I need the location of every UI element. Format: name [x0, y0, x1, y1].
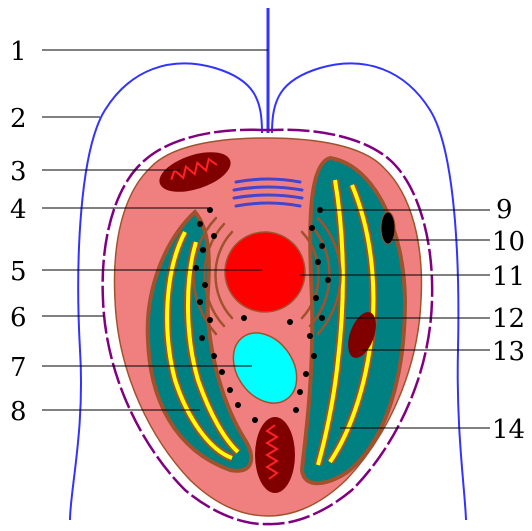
label-7: 7: [10, 353, 27, 383]
label-6: 6: [10, 303, 27, 333]
label-5: 5: [10, 257, 27, 287]
label-8: 8: [10, 397, 27, 427]
label-2: 2: [10, 104, 27, 134]
label-12: 12: [492, 304, 525, 334]
label-4: 4: [10, 195, 27, 225]
nucleus: [225, 232, 305, 312]
label-9: 9: [496, 195, 513, 225]
label-11: 11: [492, 262, 525, 292]
label-1: 1: [10, 37, 27, 67]
label-3: 3: [10, 157, 27, 187]
label-10: 10: [492, 227, 525, 257]
mitochondrion-bottom: [255, 417, 295, 493]
label-13: 13: [492, 337, 525, 367]
eyespot: [381, 212, 395, 244]
label-14: 14: [492, 415, 525, 445]
